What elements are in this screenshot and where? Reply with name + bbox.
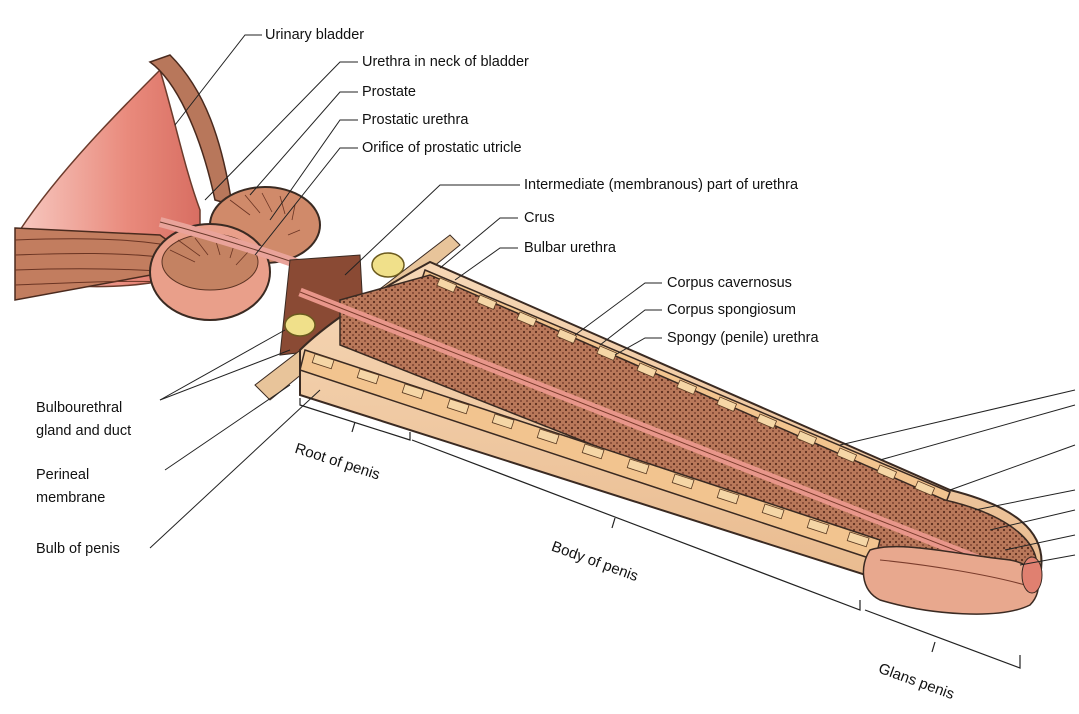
label-corpus-cavernosus: Corpus cavernosus <box>667 275 792 292</box>
label-intermediate-urethra: Intermediate (membranous) part of urethr… <box>524 177 798 194</box>
bulbourethral-gland-upper <box>372 253 404 277</box>
bulbourethral-gland-lower <box>285 314 315 336</box>
label-perineal-line2: membrane <box>36 490 105 507</box>
label-crus: Crus <box>524 210 555 227</box>
label-urinary-bladder: Urinary bladder <box>265 27 364 44</box>
label-spongy-urethra: Spongy (penile) urethra <box>667 330 819 347</box>
label-prostatic-urethra: Prostatic urethra <box>362 112 468 129</box>
label-bulb-of-penis: Bulb of penis <box>36 541 120 558</box>
label-bulbar-urethra: Bulbar urethra <box>524 240 616 257</box>
label-perineal-line1: Perineal <box>36 467 89 484</box>
label-bulbourethral-line1: Bulbourethral <box>36 400 122 417</box>
label-prostate: Prostate <box>362 84 416 101</box>
label-urethra-neck-bladder: Urethra in neck of bladder <box>362 54 529 71</box>
label-orifice-prostatic-utricle: Orifice of prostatic utricle <box>362 140 522 157</box>
label-corpus-spongiosum: Corpus spongiosum <box>667 302 796 319</box>
label-bulbourethral-line2: gland and duct <box>36 423 131 440</box>
